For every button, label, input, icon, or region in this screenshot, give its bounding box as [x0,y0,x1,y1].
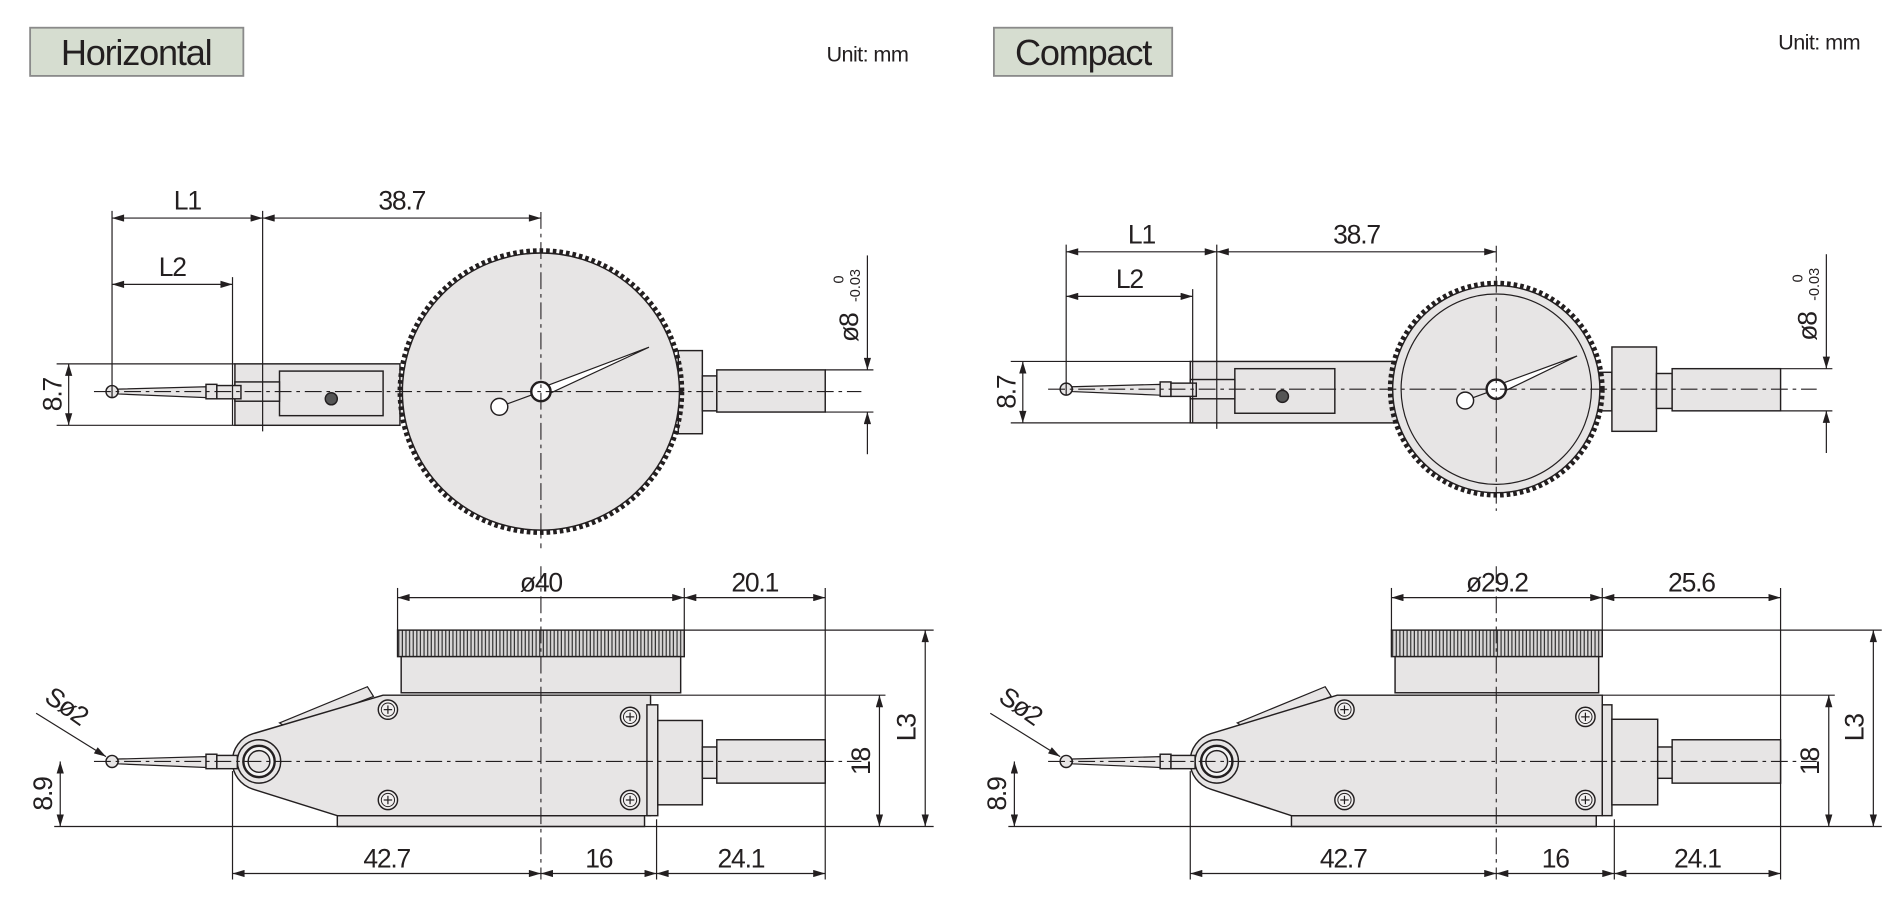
label-24-1: 24.1 [718,843,765,873]
spindle-neck [701,375,718,412]
label-tolerance-lower: -0.03 [1807,268,1823,301]
label-18: 18 [1795,747,1825,775]
label-8-7: 8.7 [37,378,67,412]
label-16: 16 [1542,843,1570,873]
side-view: Sø2 ø40 20.1 8.9 18 L3 42.7 16 24.1 [28,566,934,880]
label-dial-offset: 20.1 [731,568,778,598]
label-L2: L2 [159,252,187,282]
top-view: L1 38.7L2 8.7 ø8 0-0.03 [992,219,1833,511]
body [1189,694,1603,817]
label-tolerance-lower: -0.03 [848,269,864,302]
stylus-cone [117,756,207,769]
label-16: 16 [585,843,613,873]
leader-line [989,712,1061,758]
label-dial-offset: 25.6 [1668,568,1715,598]
clamp-knob-side [657,719,704,806]
dial-case [1394,655,1600,694]
stylus-shank [1170,382,1198,398]
clamp-knob-side [1611,718,1659,806]
label-dial-diameter: ø29.2 [1466,568,1528,598]
label-18: 18 [846,747,876,775]
spindle-neck-side [1656,746,1673,780]
dial-knurl-band [1390,629,1603,658]
section-label: Horizontal [29,26,245,77]
unit-label: Unit: mm [1778,29,1860,54]
label-o8: ø8 [834,313,864,342]
needle-counterweight [490,397,509,416]
top-view: L1 38.7L2 8.7 ø8 0-0.03 [37,186,874,549]
label-L3: L3 [1840,714,1870,742]
stylus-shank [1170,754,1196,770]
label-dial-diameter: ø40 [520,568,563,598]
section-title: Horizontal [61,32,212,73]
stylus-shank [216,754,239,770]
label-o8: ø8 [1793,312,1823,341]
label-ball-dia: Sø2 [994,681,1048,732]
mount-plate [646,704,659,817]
label-tolerance-upper: 0 [831,276,847,284]
leader-line [35,712,107,758]
horizontal-panel: Horizontal Unit: mm L1 38.7L2 8.7 ø8 0-0.03Sø2… [28,26,934,880]
label-L1: L1 [174,186,202,216]
set-screw-icon [324,392,339,406]
stylus-cone [117,386,207,399]
label-L1: L1 [1128,219,1156,249]
stylus-shank [216,384,242,400]
label-38-7: 38.7 [1333,219,1380,249]
label-ball-dia: Sø2 [40,681,94,732]
section-label-box [29,26,245,77]
label-38-7: 38.7 [378,186,425,216]
label-8-9: 8.9 [28,777,58,811]
stem [1671,367,1782,412]
label-L2: L2 [1116,264,1144,294]
label-24-1: 24.1 [1674,843,1721,873]
label-42-7: 42.7 [363,843,410,873]
mount-plate [1601,704,1613,817]
stylus-cone [1071,383,1161,396]
stem [716,369,826,413]
side-view: Sø2 ø29.2 25.6 8.9 18 L3 42.7 16 24.1 [982,566,1882,880]
section-label: Compact [992,26,1174,77]
section-title: Compact [1015,32,1152,73]
label-8-7: 8.7 [992,375,1022,409]
label-42-7: 42.7 [1320,843,1367,873]
body-foot [1290,814,1597,828]
label-8-9: 8.9 [982,777,1012,811]
label-tolerance-upper: 0 [1790,274,1806,282]
needle-counterweight [1456,391,1475,410]
body [231,694,652,817]
set-screw-icon [1275,389,1290,404]
unit-label: Unit: mm [826,41,908,66]
spindle-neck-side [701,746,718,780]
label-L3: L3 [892,714,922,742]
spindle-neck [1655,372,1673,410]
body-foot [336,814,646,828]
section-label-box [992,26,1174,77]
stylus-cone [1071,756,1161,769]
